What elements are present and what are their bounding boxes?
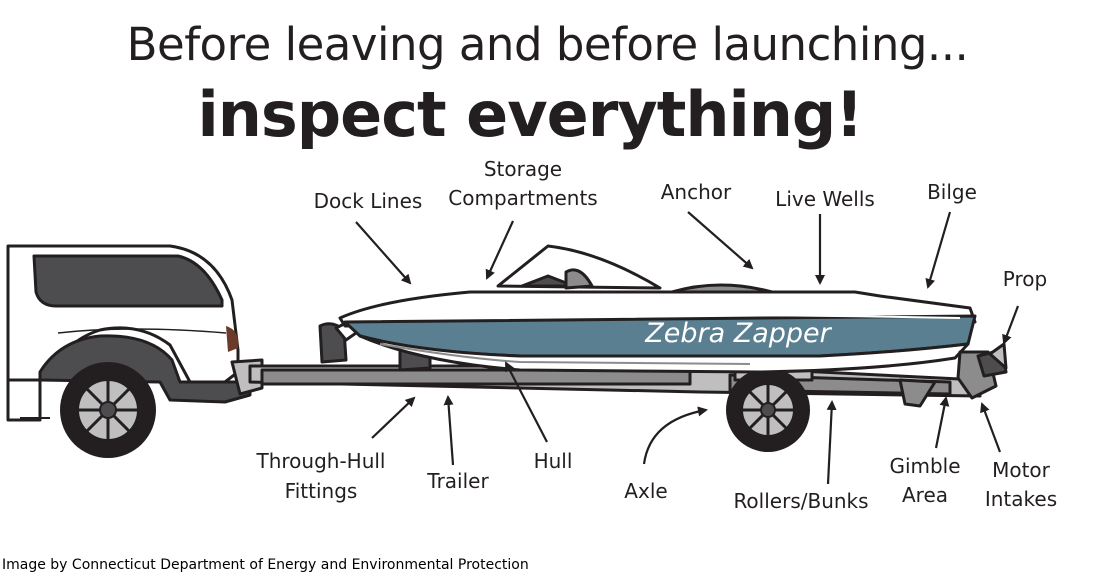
label-gimble-line-1: Gimble xyxy=(889,454,960,478)
arrow-axle xyxy=(642,406,708,465)
label-motor-line-1: Motor xyxy=(992,458,1051,482)
heading-line-1: Before leaving and before launching... xyxy=(126,18,969,71)
trailer-wheel xyxy=(726,368,810,452)
arrow-bilge xyxy=(925,211,952,289)
label-dock-lines: Dock Lines xyxy=(314,189,423,213)
callout-arrows xyxy=(355,211,1020,485)
part-labels: Dock Lines Storage Compartments Anchor L… xyxy=(255,157,1057,513)
label-anchor: Anchor xyxy=(661,180,732,204)
label-through-hull-line-2: Fittings xyxy=(285,479,358,503)
label-storage-line-1: Storage xyxy=(484,157,562,181)
label-rollers-bunks: Rollers/Bunks xyxy=(733,489,868,513)
label-gimble-line-2: Area xyxy=(902,483,948,507)
boat-name: Zebra Zapper xyxy=(644,318,832,349)
vehicle-wheel xyxy=(60,362,156,458)
label-through-hull-line-1: Through-Hull xyxy=(255,449,385,473)
arrow-anchor xyxy=(687,211,754,270)
arrow-trailer xyxy=(443,395,455,466)
heading-line-2: inspect everything! xyxy=(197,78,863,151)
label-hull: Hull xyxy=(534,449,573,473)
arrow-motor xyxy=(980,402,1002,453)
label-trailer: Trailer xyxy=(426,469,489,493)
arrow-gimble xyxy=(934,396,950,449)
arrow-rollers-bunks xyxy=(826,400,837,485)
label-axle: Axle xyxy=(624,479,667,503)
label-storage-line-2: Compartments xyxy=(448,186,597,210)
label-live-wells: Live Wells xyxy=(775,187,875,211)
label-bilge: Bilge xyxy=(927,180,977,204)
image-credit: Image by Connecticut Department of Energ… xyxy=(2,557,529,573)
boat xyxy=(338,244,1008,400)
arrow-hull xyxy=(505,361,548,443)
arrow-through-hull xyxy=(371,396,416,439)
tow-vehicle xyxy=(6,244,252,422)
label-prop: Prop xyxy=(1003,267,1047,291)
arrow-prop xyxy=(1002,305,1020,345)
arrow-dock-lines xyxy=(355,221,412,285)
label-motor-line-2: Intakes xyxy=(985,487,1057,511)
arrow-storage xyxy=(485,220,515,280)
